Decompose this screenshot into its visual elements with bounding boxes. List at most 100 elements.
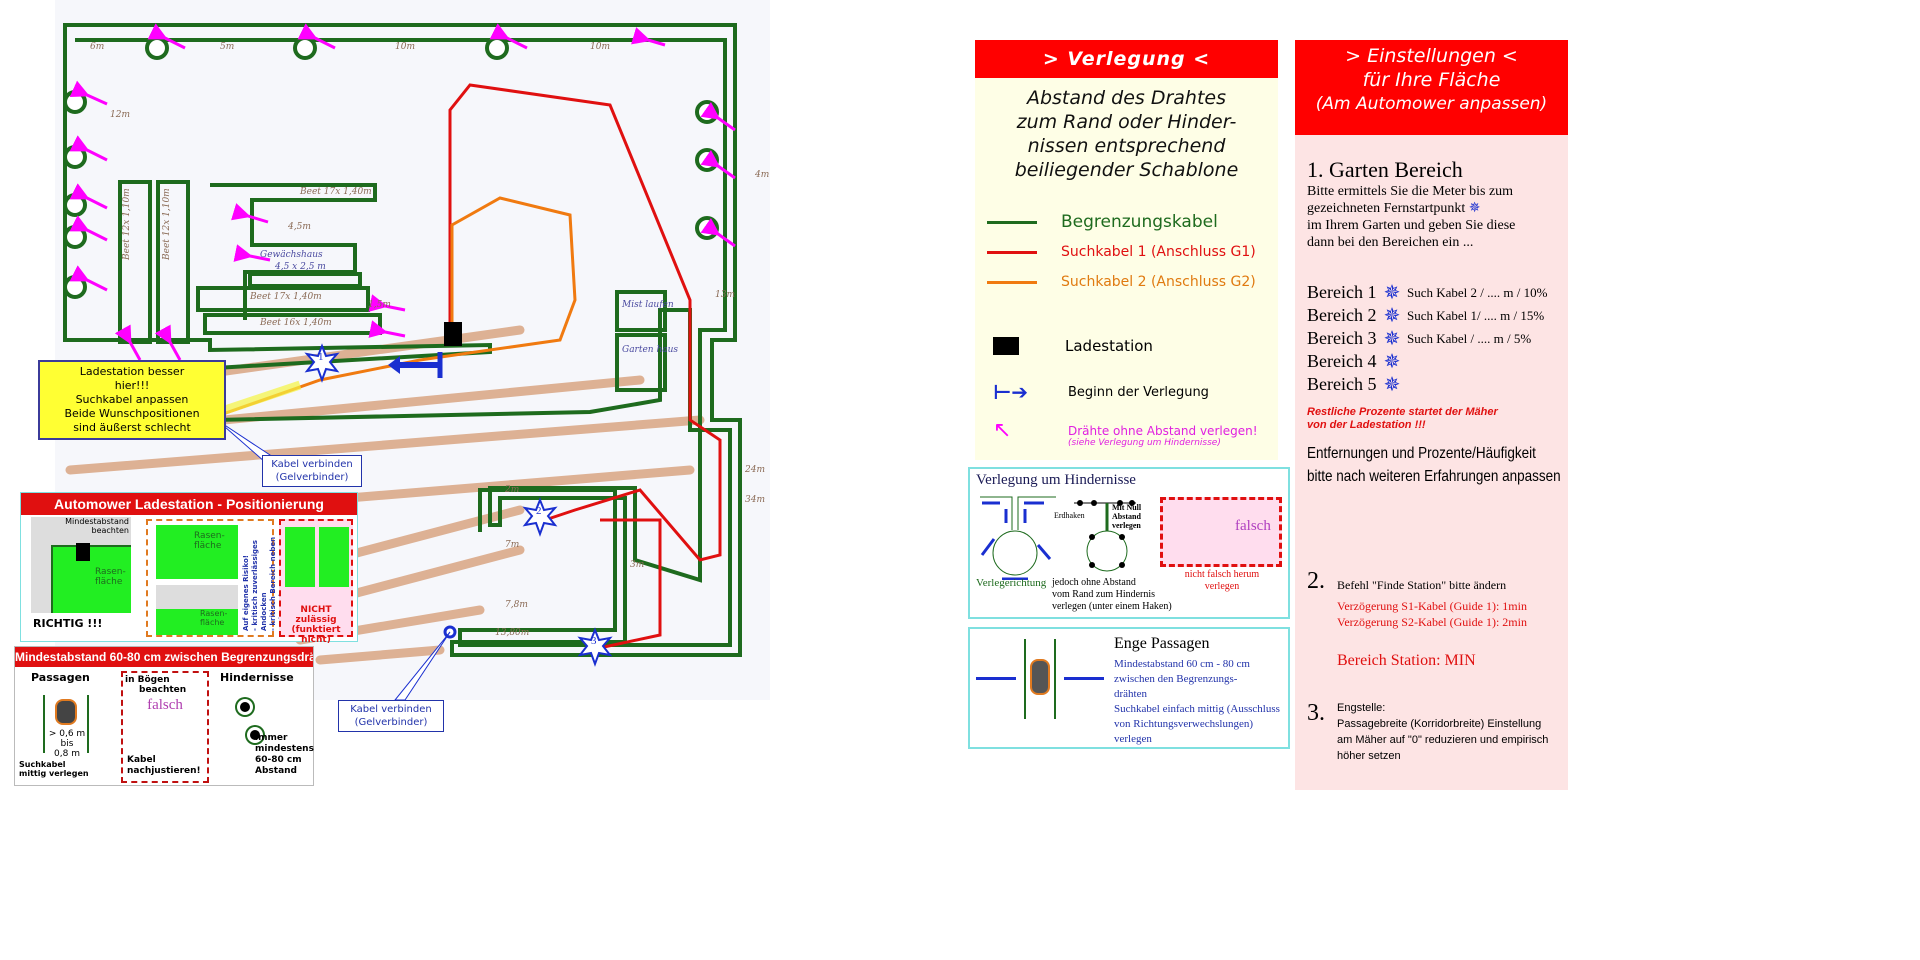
- callout-line: Ladestation besser: [79, 365, 185, 378]
- star-icon: ✵: [1383, 351, 1401, 373]
- bed-label: Beet 17x 1,40m: [300, 187, 372, 197]
- bed-label: Beet 12x 1,10m: [162, 188, 172, 260]
- obstacles-box: Verlegung um Hindernisse Verlegerichtung…: [968, 467, 1290, 619]
- guide-wire-1: [448, 83, 722, 562]
- area-label: Bereich 5: [1307, 374, 1377, 394]
- station-setting: Bereich Station: MIN: [1337, 652, 1476, 669]
- verlegung-title: > Verlegung <: [975, 40, 1278, 78]
- arrow-left-icon: [1064, 677, 1104, 680]
- bed-label: Beet 12x 1,10m: [122, 188, 132, 260]
- measure-label: 2m: [505, 485, 520, 495]
- marker-label: 1: [318, 351, 324, 363]
- zero-gap-diagram: [1074, 500, 1136, 572]
- arrow-right-icon: [976, 677, 1016, 680]
- connector-note-1: Kabel verbinden(Gelverbinder): [262, 455, 362, 487]
- bed-label: Beet 16x 1,40m: [260, 318, 332, 328]
- marker-label: 2: [536, 505, 542, 517]
- guide-wire-1-tail: [589, 518, 662, 652]
- measure-label: 3m: [630, 560, 645, 570]
- obstacles-title: Verlegung um Hindernisse: [976, 472, 1136, 488]
- legend-boundary: Begrenzungskabel: [975, 212, 1275, 232]
- direction-label: Verlegerichtung: [976, 577, 1047, 589]
- shed-label: Garten haus: [622, 345, 679, 355]
- station-positioning-box: Automower Ladestation - Positionierung M…: [20, 492, 358, 645]
- measure-label: 7m: [505, 540, 520, 550]
- obstacle-icon: [237, 699, 253, 715]
- lawn-label: Rasen-fläche: [194, 531, 225, 551]
- legend-guide1: Suchkabel 1 (Anschluss G1): [975, 244, 1275, 260]
- start-arrow: [388, 352, 443, 378]
- correct-label: RICHTIG !!!: [33, 617, 103, 630]
- mower-icon: [1030, 659, 1050, 695]
- obstacle-icon: [247, 727, 263, 743]
- measure-label: 1,5m: [368, 300, 391, 310]
- legend-note: (siehe Verlegung um Hindernisse): [1068, 438, 1221, 448]
- measure-label: 13,80m: [495, 628, 530, 638]
- guide-wire-2: [219, 196, 577, 417]
- passagen-label: Passagen: [31, 671, 90, 684]
- narrow-passages-box: Enge Passagen Mindestabstand 60 cm - 80 …: [968, 627, 1290, 749]
- measure-label: 13m: [715, 290, 735, 300]
- section1-title: 1. Garten Bereich: [1307, 157, 1463, 182]
- highlight: [223, 380, 302, 415]
- greenhouse-label: Gewächshaus: [260, 250, 323, 260]
- hindernisse-label: Hindernisse: [220, 671, 294, 684]
- star-icon: ✵: [1383, 374, 1401, 396]
- magenta-arrow-icon: ↖: [993, 418, 1012, 443]
- green-line-icon: [987, 220, 1037, 224]
- measure-label: 12m: [110, 110, 130, 120]
- star-icon: ✵: [1383, 328, 1401, 350]
- area-value: Such Kabel / .... m / 5%: [1407, 330, 1532, 346]
- connector-line: Kabel verbinden: [350, 704, 432, 715]
- erdhaken-label: Erdhaken: [1054, 511, 1085, 520]
- connector-note-2: Kabel verbinden(Gelverbinder): [338, 700, 444, 732]
- area-label: Bereich 4: [1307, 351, 1377, 371]
- measure-label: 6m: [90, 42, 105, 52]
- wrong-falsch-label: falsch: [1235, 518, 1271, 534]
- lawn-label: Rasen-fläche: [95, 567, 126, 587]
- settings-panel: > Einstellungen <für Ihre Fläche(Am Auto…: [1295, 40, 1568, 790]
- legend-guide2: Suchkabel 2 (Anschluss G2): [975, 274, 1275, 290]
- area-row: Bereich 5 ✵: [1307, 373, 1568, 396]
- station-callout: Ladestation besser hier!!! Suchkabel anp…: [38, 360, 226, 440]
- measure-label: 34m: [745, 495, 765, 505]
- measure-label: 7,8m: [505, 600, 528, 610]
- connector-line: Kabel verbinden: [271, 459, 353, 470]
- area-label: Bereich 1: [1307, 282, 1377, 302]
- star-icon: ✵: [1468, 201, 1481, 216]
- measure-label: 4,5m: [288, 222, 311, 232]
- red-line-icon: [987, 250, 1037, 254]
- callout-line: Suchkabel anpassen: [75, 393, 189, 406]
- bed-label: Beet 17x 1,40m: [250, 292, 322, 302]
- station-icon: [993, 337, 1019, 355]
- station-icon: [76, 543, 90, 561]
- callout-line: hier!!!: [114, 379, 150, 392]
- greenhouse-size: 4,5 x 2,5 m: [275, 262, 326, 272]
- positioning-title: Automower Ladestation - Positionierung: [21, 493, 357, 515]
- mower-icon: [55, 699, 77, 725]
- area-value: Such Kabel 2 / .... m / 10%: [1407, 284, 1548, 300]
- callout-line: sind äußerst schlecht: [73, 421, 191, 434]
- orange-line-icon: [987, 280, 1037, 284]
- risky-example: Rasen-fläche Rasen-fläche Auf eigenes Ri…: [146, 519, 286, 637]
- no-gap-arrows: [69, 23, 736, 361]
- shed-label: Mist laufen: [622, 300, 674, 310]
- section3-lines: Engstelle:Passagebreite (Korridorbreite)…: [1337, 702, 1549, 762]
- area-row: Bereich 3✵Such Kabel / .... m / 5%: [1307, 327, 1568, 350]
- legend-no-gap: ↖Drähte ohne Abstand verlegen!: [993, 418, 1258, 443]
- measure-label: 5m: [220, 42, 235, 52]
- section2-num: 2.: [1307, 568, 1325, 594]
